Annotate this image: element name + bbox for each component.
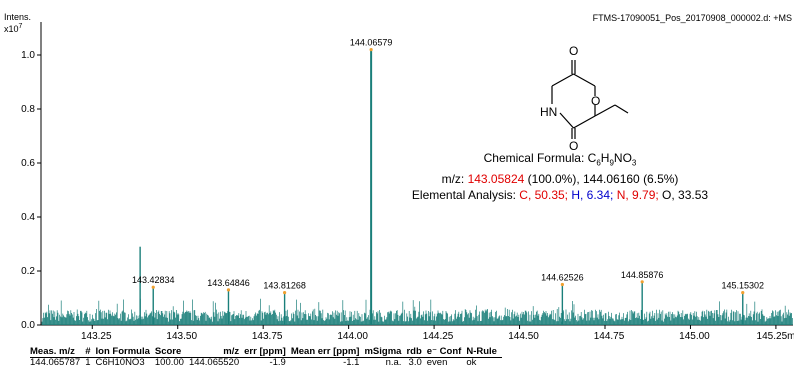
table-cell: ok bbox=[466, 357, 477, 368]
table-cell: 3.0 bbox=[408, 357, 422, 368]
atom-o-bottom: O bbox=[569, 139, 578, 153]
column-header: # bbox=[85, 347, 96, 358]
table-cell: 144.065520 bbox=[188, 357, 240, 368]
x-tick-label: 144.00 bbox=[337, 331, 368, 342]
peak-label: 144.06579 bbox=[350, 38, 393, 48]
y-axis-title: Intens. bbox=[4, 12, 31, 22]
atom-o-ring: O bbox=[591, 94, 600, 108]
table-cell: -1.1 bbox=[343, 357, 360, 368]
y-tick-label: 0.8 bbox=[21, 104, 35, 115]
column-header: Ion Formula bbox=[95, 347, 155, 358]
peak-labels: 143.42834 143.64846 143.81268 144.06579 144.… bbox=[132, 38, 764, 291]
column-header: mSigma bbox=[364, 347, 407, 358]
peak-lines bbox=[139, 48, 745, 325]
atom-hn: HN bbox=[540, 105, 557, 119]
peak-marker bbox=[741, 291, 745, 295]
peak-marker bbox=[560, 282, 564, 287]
elemental-analysis: Elemental Analysis: C, 50.35; H, 6.34; N… bbox=[411, 188, 709, 203]
table-cell: -1.9 bbox=[269, 357, 286, 368]
table-cell: 100.00 bbox=[154, 357, 184, 368]
peak-label: 144.85876 bbox=[621, 270, 664, 280]
table-cell: n.a. bbox=[385, 357, 402, 368]
peak-marker bbox=[369, 48, 373, 52]
column-header: Score bbox=[154, 347, 189, 358]
y-tick-label: 0.2 bbox=[21, 266, 35, 277]
y-tick-label: 1.0 bbox=[21, 50, 35, 61]
column-header: N-Rule bbox=[466, 347, 502, 358]
x-tick-label: 144.25 bbox=[423, 331, 454, 342]
noise-path bbox=[41, 298, 793, 325]
peak-marker bbox=[640, 280, 644, 284]
noise-trace bbox=[41, 298, 793, 325]
x-tick-label: 143.75 bbox=[252, 331, 283, 342]
y-tick-label: 0.0 bbox=[21, 320, 35, 331]
peak-label: 145.15302 bbox=[721, 281, 764, 291]
atom-o-top: O bbox=[569, 44, 578, 58]
table-row[interactable]: 144.065787 1 C6H10NO3 100.00 144.065520 -1.9 -… bbox=[30, 358, 502, 369]
y-tick-label: 0.4 bbox=[21, 212, 35, 223]
table-cell: even bbox=[426, 357, 448, 368]
peak-marker bbox=[151, 285, 155, 289]
compound-info: Chemical Formula: C6H9NO3 m/z: 143.05824… bbox=[410, 150, 710, 203]
table-cell: C6H10NO3 bbox=[95, 357, 145, 368]
peak-label: 143.42834 bbox=[132, 275, 175, 285]
x-tick-label: 144.50 bbox=[508, 331, 539, 342]
x-tick-label: 145.00 bbox=[679, 331, 710, 342]
table-cell: 1 bbox=[85, 357, 91, 368]
column-header: e⁻ Conf bbox=[426, 347, 467, 358]
peak-marker bbox=[283, 291, 287, 295]
x-tick-label: 143.50 bbox=[166, 331, 197, 342]
x-tick-label: 145.25m/z bbox=[757, 331, 794, 342]
column-header: rdb bbox=[406, 347, 427, 358]
molecule-structure bbox=[551, 60, 629, 139]
peak-label: 143.64846 bbox=[207, 278, 250, 288]
exact-mass: m/z: 143.05824 (100.0%), 144.06160 (6.5%… bbox=[441, 172, 679, 187]
x-tick-label: 143.25 bbox=[81, 331, 112, 342]
peak-marker bbox=[226, 288, 231, 292]
column-header: Meas. m/z bbox=[30, 347, 86, 358]
peak-label: 143.81268 bbox=[263, 281, 306, 291]
y-tick-label: 0.6 bbox=[21, 158, 35, 169]
column-header: err [ppm] bbox=[244, 347, 291, 358]
mass-spectrum-chart: 0.0 0.2 0.4 0.6 0.8 1.0 143.25 143.50 143.75 144.… bbox=[4, 12, 794, 342]
column-header: Mean err [ppm] bbox=[290, 347, 365, 358]
chemical-formula: Chemical Formula: C6H9NO3 bbox=[483, 151, 637, 168]
y-axis-scale: x107 bbox=[4, 23, 23, 34]
x-tick-label: 144.75 bbox=[594, 331, 625, 342]
column-header: m/z bbox=[188, 347, 245, 358]
file-label: FTMS-17090051_Pos_20170908_000002.d: +MS bbox=[593, 13, 792, 23]
table-cell: 144.065787 bbox=[30, 357, 81, 368]
peak-label: 144.62526 bbox=[541, 273, 584, 283]
